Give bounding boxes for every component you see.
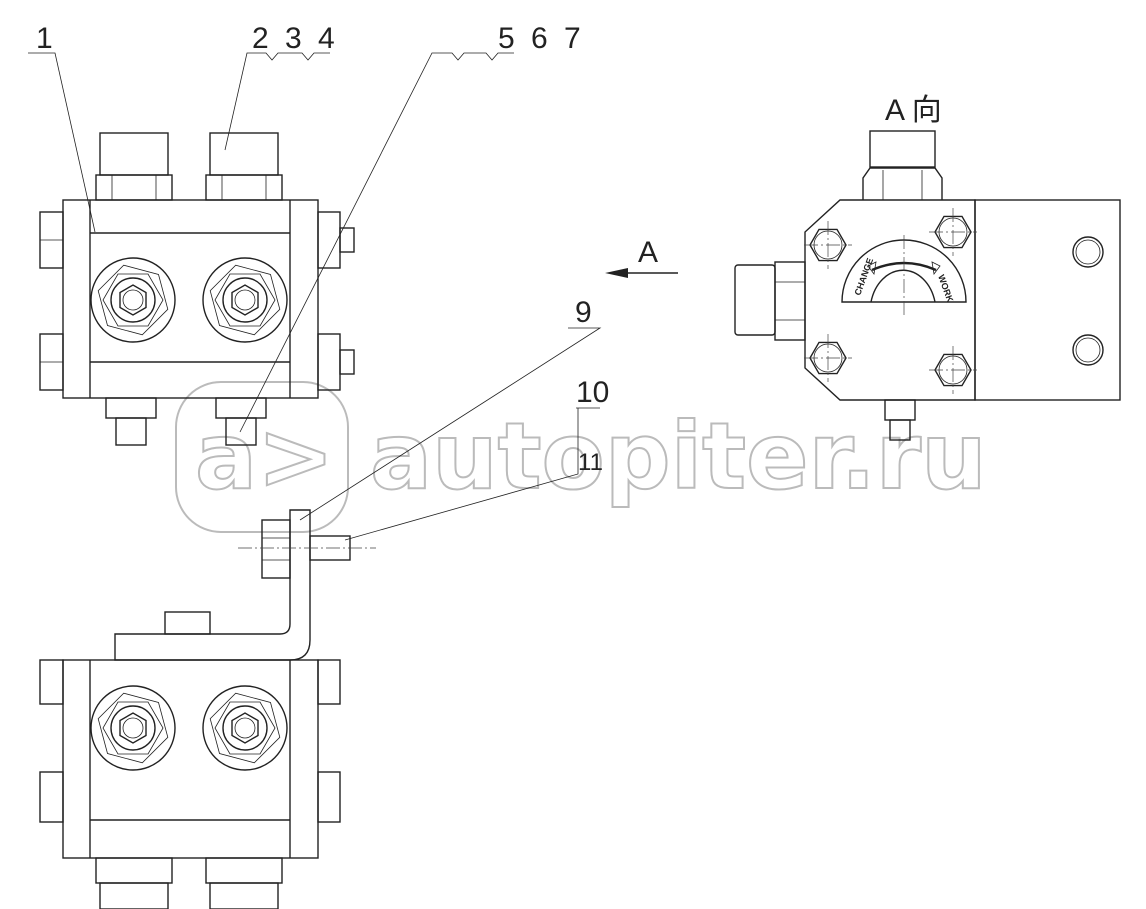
port-bore bbox=[110, 277, 156, 323]
port-bore bbox=[110, 705, 156, 751]
view-a: CHANGE WORK bbox=[734, 130, 1121, 441]
port-hex bbox=[209, 264, 281, 336]
callout-10: 10 bbox=[576, 376, 609, 409]
callout-2-3-4: 2 3 4 bbox=[252, 22, 339, 55]
port-hex-inner bbox=[214, 273, 276, 327]
view-arrow: A bbox=[605, 236, 678, 278]
port-fitting bbox=[202, 685, 288, 771]
valve-block-lower bbox=[39, 611, 341, 909]
callout-9: 9 bbox=[575, 296, 592, 329]
port-hole bbox=[122, 289, 144, 311]
port-fitting bbox=[90, 685, 176, 771]
port-bore bbox=[222, 705, 268, 751]
port-hex bbox=[209, 692, 281, 764]
dial-label-work: WORK bbox=[936, 273, 955, 304]
port-hex-inner bbox=[102, 273, 164, 327]
port-nut-icon bbox=[119, 712, 147, 744]
port-hole bbox=[122, 717, 144, 739]
bracket bbox=[114, 509, 376, 661]
watermark-logo: a> bbox=[195, 403, 334, 510]
valve-block-upper bbox=[39, 132, 355, 446]
port-hex bbox=[97, 692, 169, 764]
port-hex bbox=[97, 264, 169, 336]
watermark-text: autopiter.ru bbox=[370, 403, 987, 510]
port-nut-icon bbox=[231, 284, 259, 316]
port-nut-icon bbox=[119, 284, 147, 316]
port-hole bbox=[234, 717, 256, 739]
port-hex-inner bbox=[214, 701, 276, 755]
view-arrow-label: A bbox=[638, 236, 658, 269]
callout-11: 11 bbox=[578, 449, 603, 476]
fasteners bbox=[90, 208, 977, 771]
port-nut-icon bbox=[231, 712, 259, 744]
callout-5-6-7: 5 6 7 bbox=[498, 22, 585, 55]
port-fitting bbox=[90, 257, 176, 343]
port-hex-inner bbox=[102, 701, 164, 755]
port-hole bbox=[234, 289, 256, 311]
callouts: 1 2 3 4 5 6 7 9 10 11 bbox=[28, 22, 609, 541]
port-fitting bbox=[202, 257, 288, 343]
view-title: A 向 bbox=[885, 94, 942, 127]
port-bore bbox=[222, 277, 268, 323]
callout-1: 1 bbox=[36, 22, 53, 55]
